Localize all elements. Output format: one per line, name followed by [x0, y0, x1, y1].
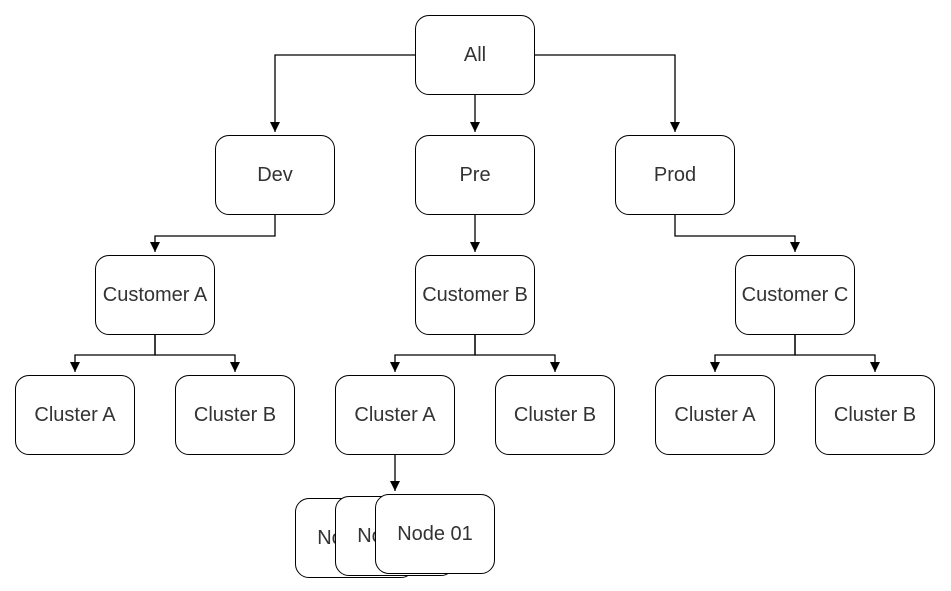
- node-label-cluster-b-pre: Cluster B: [513, 404, 597, 426]
- node-cluster-b-pre[interactable]: Cluster B: [495, 375, 615, 455]
- edge-customer-c-to-cluster-b-prod: [794, 335, 880, 372]
- node-cluster-a-dev[interactable]: Cluster A: [15, 375, 135, 455]
- node-dev[interactable]: Dev: [215, 135, 335, 215]
- node-all[interactable]: All: [415, 15, 535, 95]
- edge-customer-a-to-cluster-b-dev: [154, 335, 240, 372]
- node-label-customer-a: Customer A: [102, 284, 208, 306]
- node-label-all: All: [463, 44, 487, 66]
- node-label-cluster-b-prod: Cluster B: [833, 404, 917, 426]
- node-node-01-front[interactable]: Node 01: [375, 494, 495, 574]
- edge-all-to-prod: [535, 54, 680, 132]
- node-label-node-01-front: Node 01: [397, 523, 473, 545]
- node-label-pre: Pre: [459, 164, 491, 186]
- edge-customer-b-to-cluster-b-pre: [474, 335, 560, 372]
- node-prod[interactable]: Prod: [615, 135, 735, 215]
- edge-customer-c-to-cluster-a-prod: [710, 335, 796, 372]
- edge-dev-to-customer-a: [150, 215, 276, 252]
- node-cluster-b-prod[interactable]: Cluster B: [815, 375, 935, 455]
- node-label-dev: Dev: [257, 164, 293, 186]
- node-label-prod: Prod: [653, 164, 697, 186]
- edge-prod-to-customer-c: [674, 215, 800, 252]
- node-cluster-b-dev[interactable]: Cluster B: [175, 375, 295, 455]
- node-label-cluster-a-dev: Cluster A: [34, 404, 116, 426]
- edge-all-to-dev: [270, 54, 415, 132]
- node-label-cluster-a-pre: Cluster A: [354, 404, 436, 426]
- edge-customer-a-to-cluster-a-dev: [70, 335, 156, 372]
- node-customer-a[interactable]: Customer A: [95, 255, 215, 335]
- node-label-customer-b: Customer B: [422, 284, 528, 306]
- node-pre[interactable]: Pre: [415, 135, 535, 215]
- node-label-customer-c: Customer C: [741, 284, 849, 306]
- edge-customer-b-to-cluster-a-pre: [390, 335, 476, 372]
- node-label-cluster-a-prod: Cluster A: [674, 404, 756, 426]
- node-customer-c[interactable]: Customer C: [735, 255, 855, 335]
- node-label-cluster-b-dev: Cluster B: [193, 404, 277, 426]
- node-cluster-a-prod[interactable]: Cluster A: [655, 375, 775, 455]
- node-customer-b[interactable]: Customer B: [415, 255, 535, 335]
- node-cluster-a-pre[interactable]: Cluster A: [335, 375, 455, 455]
